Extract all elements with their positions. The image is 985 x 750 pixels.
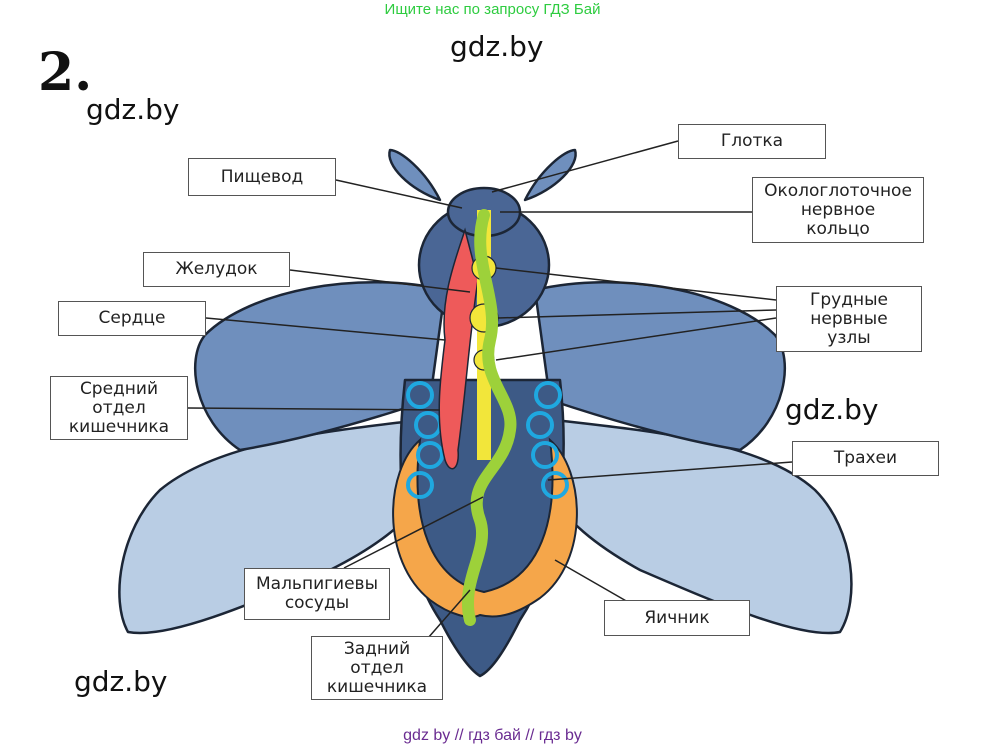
label-malpighian-tubules: Мальпигиевы сосуды (244, 568, 390, 620)
gut (462, 209, 517, 626)
left-antenna (388, 148, 442, 202)
right-antenna (523, 148, 577, 202)
label-hindgut: Задний отдел кишечника (311, 636, 443, 700)
label-stomach: Желудок (143, 252, 290, 287)
label-tracheae: Трахеи (792, 441, 939, 476)
watermark-right: gdz.by (785, 393, 879, 426)
watermark-left: gdz.by (86, 93, 180, 126)
label-thoracic-ganglia: Грудные нервные узлы (776, 286, 922, 352)
label-midgut: Средний отдел кишечника (50, 376, 188, 440)
search-hint: Ищите нас по запросу ГДЗ Бай (384, 1, 601, 18)
label-esophagus: Пищевод (188, 158, 336, 196)
label-heart: Сердце (58, 301, 206, 336)
watermark-top: gdz.by (450, 30, 544, 63)
task-number: 2. (38, 42, 93, 103)
watermark-bottom: gdz.by (74, 665, 168, 698)
label-ovary: Яичник (604, 600, 750, 636)
footer-links: gdz by // гдз бай // гдз by (403, 727, 582, 744)
label-nerve-ring: Окологлоточное нервное кольцо (752, 177, 924, 243)
label-pharynx: Глотка (678, 124, 826, 159)
